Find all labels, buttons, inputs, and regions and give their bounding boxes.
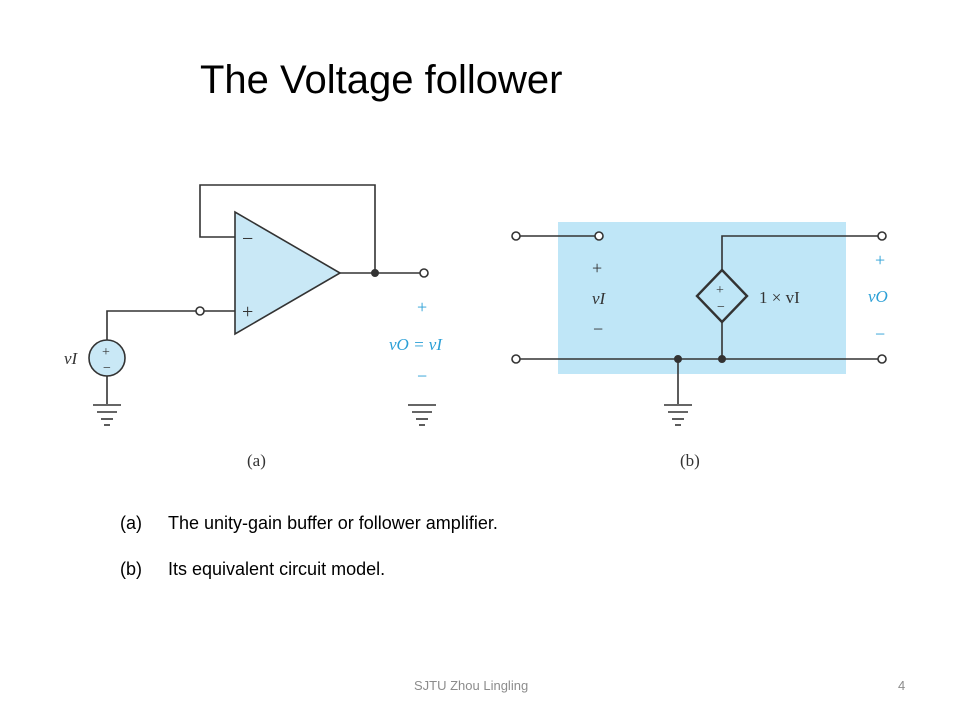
output-terminal: [419, 268, 429, 278]
b-input-bottom-terminal: [511, 354, 521, 364]
opamp-minus-label: −: [242, 228, 253, 250]
b-input-minus: −: [593, 319, 603, 339]
output-minus-label: −: [417, 366, 427, 386]
output-expression: vO = vI: [389, 335, 443, 354]
source-label: vI: [64, 349, 79, 368]
b-input-top-terminal: [511, 231, 521, 241]
slide-title: The Voltage follower: [200, 58, 563, 102]
source-plus-sign: +: [102, 345, 110, 360]
caption-a: (a) The unity-gain buffer or follower amp…: [120, 513, 498, 534]
figure-b-label: (b): [680, 451, 700, 470]
footer-author: SJTU Zhou Lingling: [414, 678, 529, 693]
b-output-plus: +: [875, 250, 885, 270]
opamp-triangle: [234, 210, 342, 336]
b-output-top-terminal: [877, 231, 887, 241]
source-minus-sign: −: [103, 361, 111, 376]
gain-label: 1 × vI: [759, 288, 800, 307]
page-number: 4: [898, 678, 906, 693]
figure-a-label: (a): [247, 451, 266, 470]
dependent-source: [695, 268, 749, 324]
b-inner-top-terminal: [594, 231, 604, 241]
caption-a-text: The unity-gain buffer or follower amplif…: [168, 513, 498, 533]
opamp-plus-label: +: [242, 301, 253, 323]
output-node-dot: [370, 268, 379, 277]
b-input-label: vI: [592, 289, 607, 308]
circuit-b: [511, 231, 887, 426]
dep-source-minus: −: [717, 300, 725, 315]
ground-symbol-a1: [93, 404, 121, 426]
caption-b: (b) Its equivalent circuit model.: [120, 559, 385, 580]
dep-source-plus: +: [716, 283, 724, 298]
ground-symbol-b: [664, 404, 692, 426]
b-output-label: vO: [868, 287, 888, 306]
output-plus-label: +: [417, 297, 427, 317]
b-output-minus: −: [875, 324, 885, 344]
ground-symbol-a2: [408, 404, 436, 426]
feedback-wire: [199, 184, 376, 273]
circuit-a: [88, 184, 436, 426]
caption-a-tag: (a): [120, 513, 142, 533]
caption-b-text: Its equivalent circuit model.: [168, 559, 386, 579]
b-input-plus: +: [592, 258, 602, 278]
caption-b-tag: (b): [120, 559, 142, 579]
input-terminal: [195, 306, 205, 316]
b-output-bottom-terminal: [877, 354, 887, 364]
